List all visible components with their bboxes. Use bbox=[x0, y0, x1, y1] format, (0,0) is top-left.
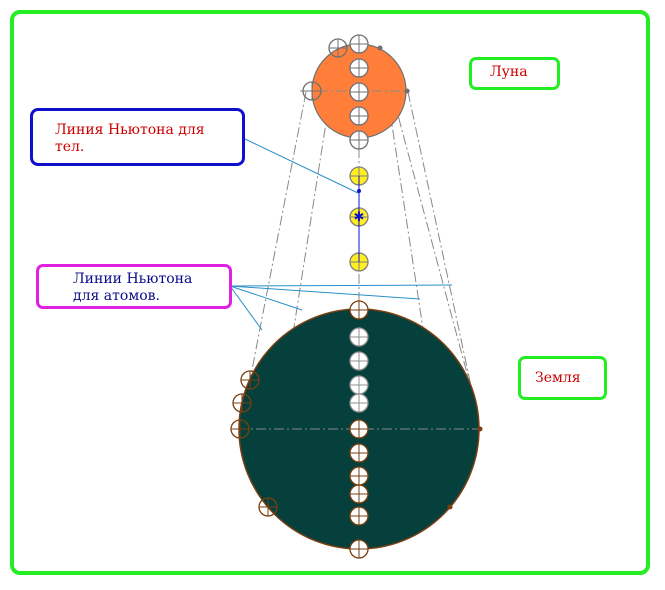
moon-label: Луна bbox=[469, 57, 560, 90]
earth-axis-atom bbox=[349, 506, 369, 526]
newton-lines-atoms-label: Линии Ньютона для атомов. bbox=[36, 264, 232, 309]
svg-text:✱: ✱ bbox=[354, 210, 365, 225]
earth-edge-atom bbox=[258, 497, 278, 517]
earth-axis-atom bbox=[349, 300, 369, 320]
moon-edge-atom bbox=[328, 38, 348, 58]
earth-edge-atom bbox=[232, 393, 252, 413]
moon-atom bbox=[349, 130, 369, 150]
moon-atom bbox=[349, 34, 369, 54]
diagram-frame bbox=[10, 10, 650, 575]
newton-line-bodies-text-2: тел. bbox=[55, 139, 85, 155]
earth-label-text: Земля bbox=[535, 370, 581, 386]
white-atoms bbox=[302, 34, 369, 413]
newton-line-bodies-text-1: Линия Ньютона для bbox=[55, 122, 205, 138]
moon-atom bbox=[349, 58, 369, 78]
earth-edge-atom bbox=[240, 370, 260, 390]
moon-label-text: Луна bbox=[490, 64, 528, 80]
earth-label: Земля bbox=[518, 356, 607, 400]
earth-edge-atom bbox=[230, 419, 250, 439]
earth-surface-atoms bbox=[230, 300, 369, 559]
earth-axis-atom bbox=[349, 466, 369, 486]
newton-line-bodies: ✱ bbox=[354, 176, 365, 262]
earth-atom bbox=[349, 351, 369, 371]
earth-axis-atom bbox=[349, 419, 369, 439]
earth-atom bbox=[349, 393, 369, 413]
newton-lines-atoms-text-1: Линии Ньютона bbox=[73, 271, 193, 287]
earth-axis-atom bbox=[349, 539, 369, 559]
newton-line-bodies-label: Линия Ньютона для тел. bbox=[30, 108, 245, 166]
earth-axis-atom bbox=[349, 443, 369, 463]
earth-axis-atom bbox=[349, 484, 369, 504]
earth-atom bbox=[349, 327, 369, 347]
earth-atom bbox=[349, 375, 369, 395]
moon-atom bbox=[349, 106, 369, 126]
moon-edge-atom bbox=[302, 81, 322, 101]
moon-atom bbox=[349, 82, 369, 102]
pointer-lines bbox=[229, 138, 453, 331]
newton-lines-atoms-text-2: для атомов. bbox=[73, 288, 160, 304]
